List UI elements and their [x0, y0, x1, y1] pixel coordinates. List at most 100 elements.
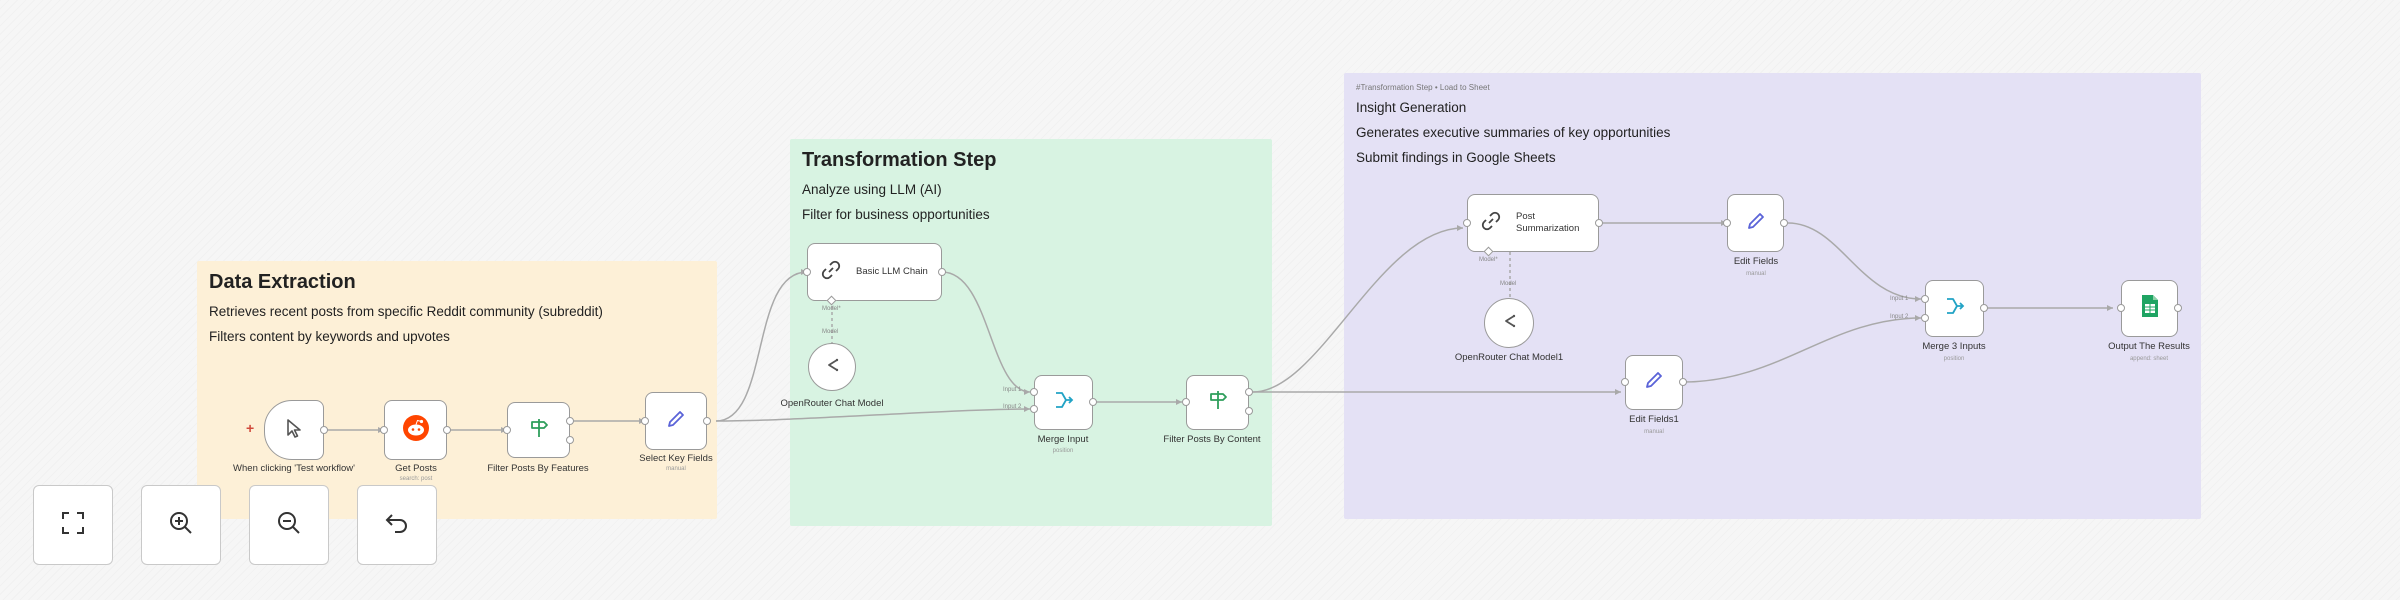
sticky-note-transformation-step[interactable]: Transformation Step Analyze using LLM (A…: [790, 139, 1272, 526]
pencil-icon: [665, 408, 687, 435]
port-label: Model*: [822, 306, 841, 312]
node-merge-3-inputs[interactable]: [1925, 280, 1984, 337]
node-basic-llm-chain[interactable]: Basic LLM Chain: [807, 243, 942, 301]
input-port[interactable]: [503, 426, 511, 434]
output-port[interactable]: [1679, 378, 1687, 386]
node-filter-posts-by-content[interactable]: [1186, 375, 1249, 430]
node-label: When clicking 'Test workflow': [233, 463, 355, 474]
port-label: Input 1: [1003, 387, 1022, 393]
node-label: Merge Input: [1037, 434, 1089, 445]
node-edit-fields[interactable]: [1727, 194, 1784, 252]
input-port-2[interactable]: [1921, 314, 1929, 322]
zoom-out-button[interactable]: [249, 485, 329, 565]
node-manual-trigger[interactable]: [264, 400, 324, 460]
node-label: Merge 3 Inputs: [1922, 341, 1986, 352]
sticky-note-insight-generation[interactable]: #Transformation Step • Load to Sheet Ins…: [1344, 73, 2201, 519]
sticky-note-text: Retrieves recent posts from specific Red…: [209, 304, 603, 319]
pencil-icon: [1745, 210, 1767, 237]
output-port[interactable]: [1089, 398, 1097, 406]
node-subtitle: manual: [666, 466, 686, 472]
node-openrouter-chat-model1[interactable]: [1484, 298, 1534, 348]
port-label: Input 2: [1003, 404, 1022, 410]
reddit-icon: [402, 414, 430, 447]
node-output-the-results[interactable]: [2121, 280, 2178, 337]
zoom-out-icon: [274, 508, 304, 543]
port-label: Input 2: [1890, 314, 1909, 320]
output-port[interactable]: [1595, 219, 1603, 227]
output-port-true[interactable]: [566, 417, 574, 425]
sticky-note-text: Filter for business opportunities: [802, 207, 990, 222]
output-port-false[interactable]: [1245, 407, 1253, 415]
node-label: Filter Posts By Content: [1163, 434, 1261, 445]
google-sheets-icon: [2140, 294, 2160, 323]
cursor-icon: [282, 416, 306, 445]
fit-view-button[interactable]: [33, 485, 113, 565]
sticky-note-title: Transformation Step: [802, 149, 997, 171]
output-port[interactable]: [938, 268, 946, 276]
node-merge-input[interactable]: [1034, 375, 1093, 430]
pencil-icon: [1643, 369, 1665, 396]
sticky-note-text: Analyze using LLM (AI): [802, 182, 942, 197]
port-label: Model: [1500, 281, 1517, 287]
sticky-note-text: Submit findings in Google Sheets: [1356, 150, 1556, 165]
node-post-summarization[interactable]: Post Summarization: [1467, 194, 1599, 252]
fit-view-icon: [58, 508, 88, 543]
input-port[interactable]: [803, 268, 811, 276]
input-port[interactable]: [1463, 219, 1471, 227]
output-port-true[interactable]: [1245, 388, 1253, 396]
zoom-in-button[interactable]: [141, 485, 221, 565]
filter-icon: [1206, 388, 1230, 417]
trigger-plus-icon: +: [246, 420, 255, 436]
input-port-1[interactable]: [1030, 388, 1038, 396]
node-label: Filter Posts By Features: [487, 463, 589, 474]
node-subtitle: search: post: [399, 476, 433, 482]
node-subtitle: manual: [1746, 271, 1766, 277]
sticky-note-text: Insight Generation: [1356, 100, 1467, 115]
sticky-note-text: Generates executive summaries of key opp…: [1356, 125, 1671, 140]
output-port[interactable]: [443, 426, 451, 434]
input-port[interactable]: [1621, 378, 1629, 386]
port-label: Model*: [1479, 257, 1498, 263]
node-subtitle: position: [1052, 448, 1074, 454]
output-port[interactable]: [1780, 219, 1788, 227]
openrouter-icon: [821, 354, 843, 381]
output-port[interactable]: [320, 426, 328, 434]
output-port[interactable]: [1980, 304, 1988, 312]
input-port-1[interactable]: [1921, 295, 1929, 303]
node-label: Select Key Fields: [639, 453, 713, 464]
node-label: Post Summarization: [1516, 210, 1580, 234]
input-port[interactable]: [380, 426, 388, 434]
merge-icon: [1943, 294, 1967, 323]
openrouter-icon: [1498, 310, 1520, 337]
chain-link-icon: [820, 259, 842, 286]
node-filter-posts-by-features[interactable]: [507, 402, 570, 458]
input-port[interactable]: [1182, 398, 1190, 406]
input-port[interactable]: [641, 417, 649, 425]
sticky-note-text: Filters content by keywords and upvotes: [209, 329, 450, 344]
node-label: Basic LLM Chain: [856, 265, 928, 277]
node-subtitle: position: [1943, 356, 1965, 362]
input-port[interactable]: [2117, 304, 2125, 312]
undo-button[interactable]: [357, 485, 437, 565]
node-label: Edit Fields1: [1629, 414, 1679, 425]
undo-icon: [382, 508, 412, 543]
node-label: Output The Results: [2108, 341, 2190, 352]
node-label: OpenRouter Chat Model1: [1454, 352, 1564, 363]
sticky-note-data-extraction[interactable]: Data Extraction Retrieves recent posts f…: [197, 261, 717, 519]
output-port[interactable]: [703, 417, 711, 425]
output-port[interactable]: [2174, 304, 2182, 312]
node-get-posts[interactable]: [384, 400, 447, 460]
output-port-false[interactable]: [566, 436, 574, 444]
input-port[interactable]: [1723, 219, 1731, 227]
zoom-in-icon: [166, 508, 196, 543]
node-label: Edit Fields: [1733, 256, 1779, 267]
input-port-2[interactable]: [1030, 405, 1038, 413]
node-edit-fields1[interactable]: [1625, 355, 1683, 410]
node-subtitle: manual: [1644, 429, 1664, 435]
node-select-key-fields[interactable]: [645, 392, 707, 450]
node-label: OpenRouter Chat Model: [780, 398, 884, 409]
filter-icon: [527, 416, 551, 445]
port-label: Model: [822, 329, 839, 335]
node-openrouter-chat-model[interactable]: [808, 343, 856, 391]
